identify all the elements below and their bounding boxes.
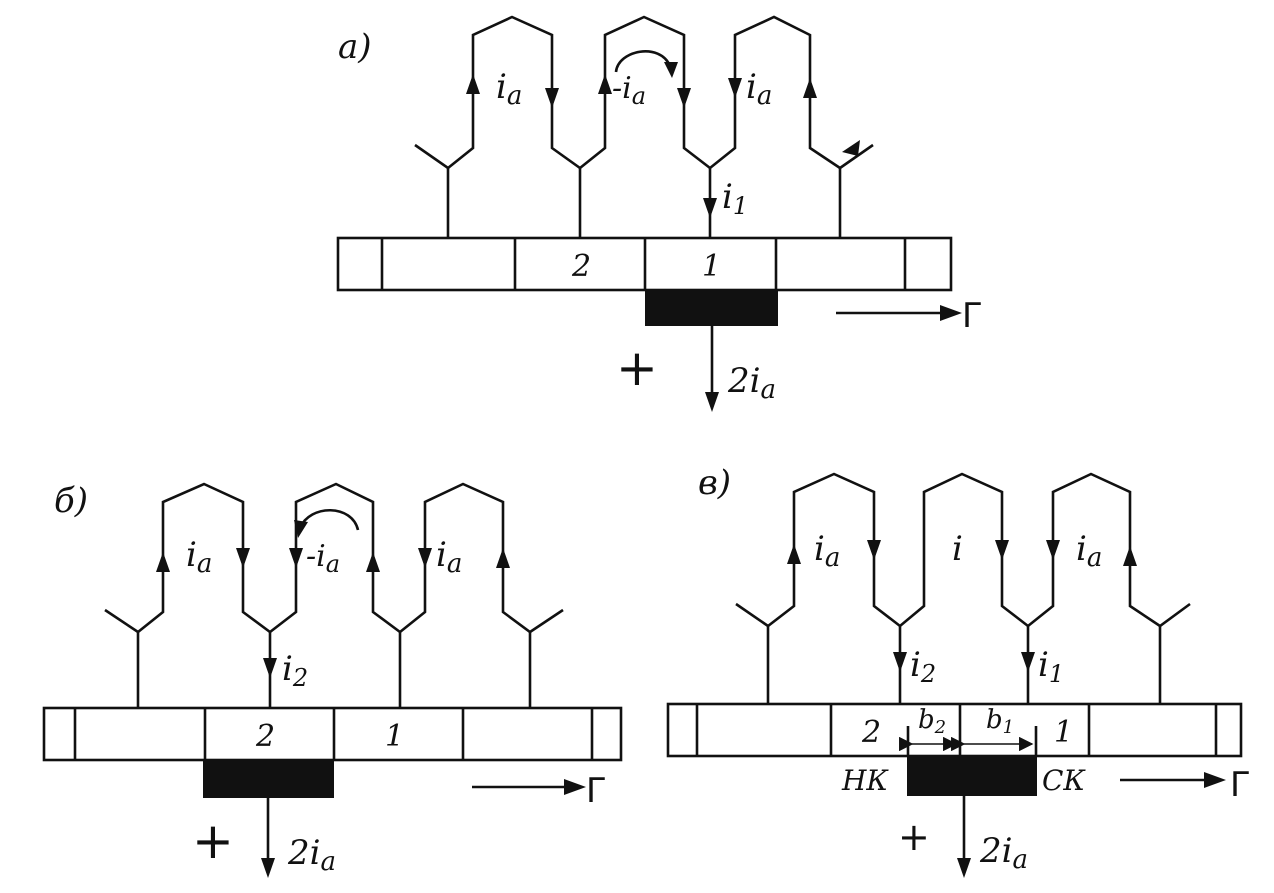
direction-arrow — [1204, 772, 1226, 788]
arrow-down — [263, 658, 277, 678]
segment-2-label: 2 — [255, 719, 275, 754]
arrow-down — [289, 548, 303, 568]
direction-label: Г — [1230, 765, 1251, 805]
arrow-down — [703, 198, 717, 218]
arrow-up — [787, 544, 801, 564]
arrow-down — [261, 858, 275, 878]
arrow-down — [728, 78, 742, 98]
arrow-up — [366, 552, 380, 572]
loop-current-label: ia — [746, 67, 772, 111]
arrow-down — [1046, 540, 1060, 560]
arrow-down — [236, 548, 250, 568]
panel-a-commutator — [336, 236, 953, 292]
panel-a: а) ia -ia ia i1 — [336, 15, 983, 412]
leading-edge-label: СК — [1042, 764, 1086, 797]
plus-sign: + — [192, 812, 234, 870]
brush — [907, 756, 1037, 796]
tap-current-label: i2 — [282, 649, 308, 692]
segment-2-label: 2 — [861, 715, 881, 750]
tap-current-label: i1 — [1038, 645, 1064, 688]
arrow-down — [677, 88, 691, 108]
direction-arrow — [564, 779, 586, 795]
arrow-up — [1123, 546, 1137, 566]
segment-1-label: 1 — [702, 249, 721, 284]
loop-current-label: ia — [814, 529, 840, 573]
brush — [203, 760, 334, 798]
segment-1-label: 1 — [385, 719, 404, 754]
arrow-down — [418, 548, 432, 568]
b1-label: b1 — [986, 705, 1014, 738]
arrow-up — [496, 548, 510, 568]
loop-current-label: i — [952, 529, 963, 569]
direction-label: Г — [962, 296, 983, 336]
output-current-label: 2ia — [287, 833, 336, 877]
segment-1-label: 1 — [1054, 715, 1073, 750]
arrow-up — [156, 552, 170, 572]
direction-label: Г — [586, 771, 607, 811]
arrow-down — [1021, 652, 1035, 672]
arrow-down — [893, 652, 907, 672]
trailing-edge-label: НК — [841, 764, 889, 797]
loop-current-label: -ia — [612, 71, 646, 110]
arrow-up — [598, 74, 612, 94]
panel-c: в) ia i ia i2 i1 2 1 — [666, 463, 1251, 878]
arrow-down — [957, 858, 971, 878]
panel-c-commutator — [666, 702, 1243, 758]
plus-sign: + — [898, 815, 930, 859]
arrow-down — [867, 540, 881, 560]
loop-current-label: -ia — [306, 539, 340, 578]
output-current-label: 2ia — [727, 361, 776, 405]
panel-a-winding — [414, 15, 874, 238]
arrow-down — [545, 88, 559, 108]
output-current-label: 2ia — [979, 831, 1028, 875]
arrow-down — [995, 540, 1009, 560]
b2-label: b2 — [918, 705, 946, 738]
tap-current-label: i2 — [910, 645, 936, 688]
segment-2-label: 2 — [571, 249, 591, 284]
panel-a-letter: а) — [338, 27, 372, 67]
tap-current-label: i1 — [722, 177, 748, 220]
panel-b: б) ia -ia ia i2 2 1 — [42, 481, 623, 878]
plus-sign: + — [616, 339, 658, 397]
panel-b-winding — [104, 482, 564, 708]
direction-arrow — [940, 305, 962, 321]
brush — [645, 290, 778, 326]
arrow-up — [803, 78, 817, 98]
panel-b-commutator — [42, 706, 623, 762]
loop-current-label: ia — [186, 535, 212, 579]
panel-c-letter: в) — [698, 463, 731, 503]
loop-current-label: ia — [496, 67, 522, 111]
loop-current-label: ia — [436, 535, 462, 579]
arrow-down — [705, 392, 719, 412]
loop-current-label: ia — [1076, 529, 1102, 573]
panel-b-letter: б) — [54, 481, 88, 521]
panel-c-winding — [735, 472, 1191, 704]
circulation-arrow — [298, 508, 360, 531]
arrow-tail — [842, 140, 860, 156]
arrow-up — [466, 74, 480, 94]
circulation-arrow — [614, 50, 672, 73]
